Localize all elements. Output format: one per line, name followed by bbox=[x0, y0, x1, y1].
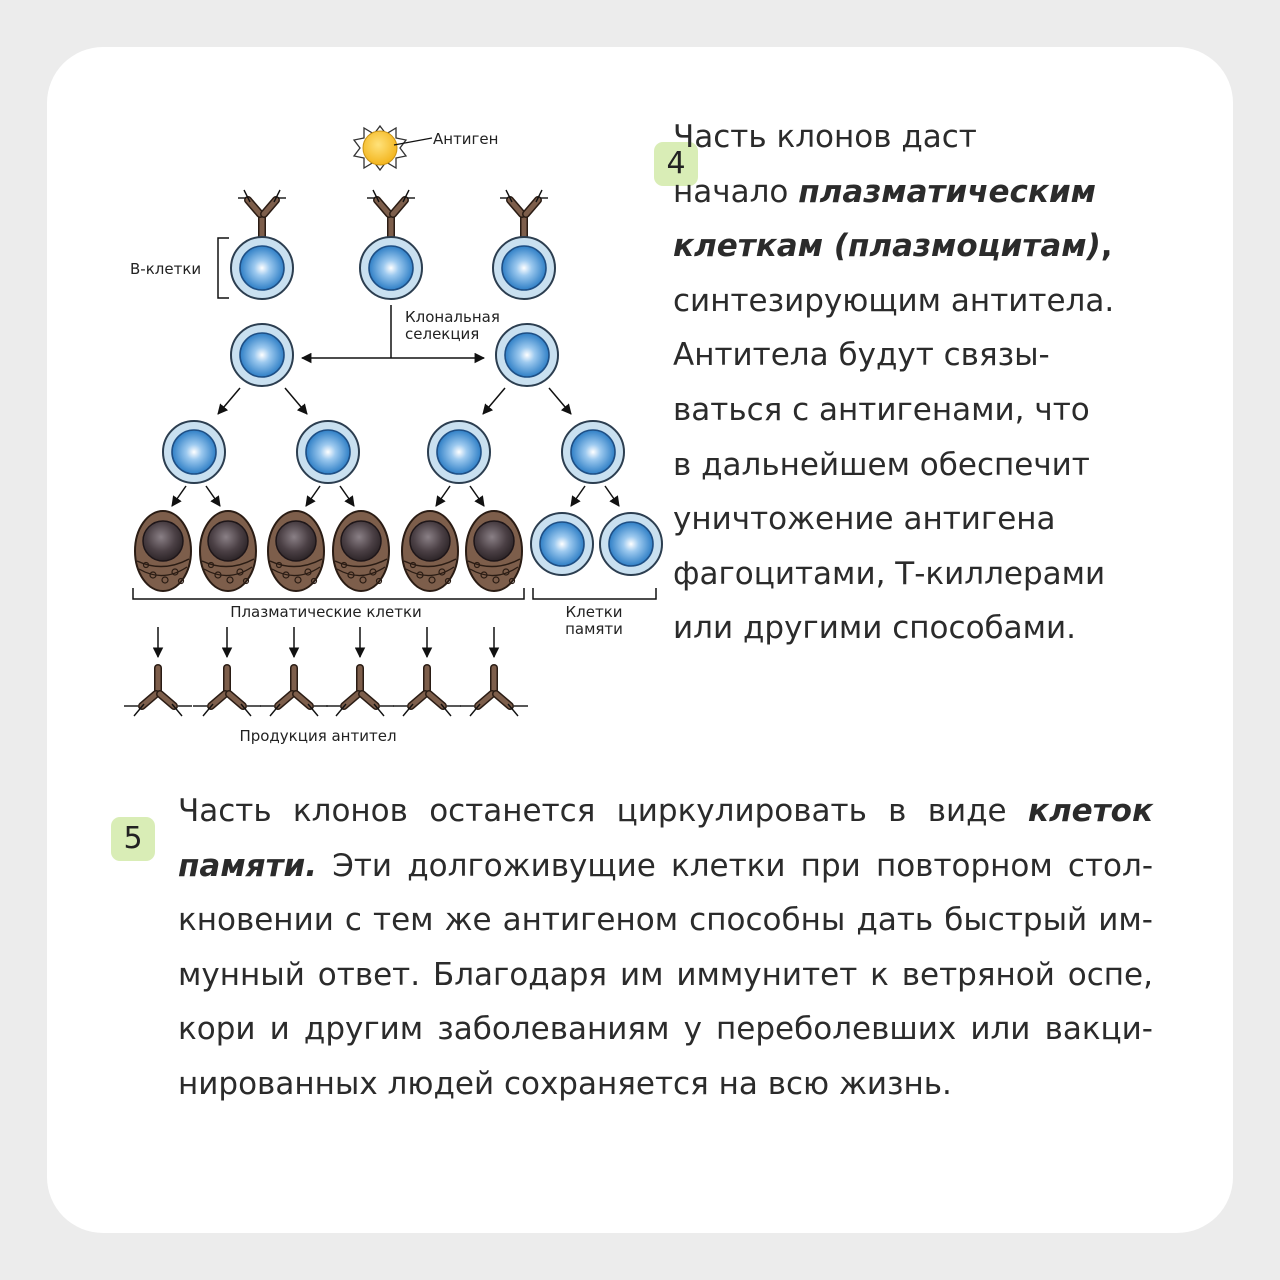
production-arrows bbox=[152, 627, 500, 659]
step-4-line: или другими способами. bbox=[673, 601, 1143, 656]
clone-cell-a bbox=[162, 420, 226, 484]
plasma-cells-label: Плазматические клетки bbox=[230, 603, 422, 621]
step-4-line-8: уничтожение антигена bbox=[673, 501, 1056, 538]
step-5-line-2: Эти долгоживущие клетки при повторном ст… bbox=[317, 847, 1153, 884]
step-4-line-7: в дальнейшем обеспечит bbox=[673, 446, 1090, 483]
step-5-line: мунный ответ. Благодаря им иммунитет к в… bbox=[178, 948, 1153, 1003]
division-arrows-2 bbox=[171, 485, 620, 507]
clone-cell-l1 bbox=[230, 323, 294, 387]
plasma-cell-1 bbox=[134, 510, 192, 592]
step-4-line: в дальнейшем обеспечит bbox=[673, 438, 1143, 493]
plasma-cell-6 bbox=[465, 510, 523, 592]
step-5-text: Часть клонов останется циркулировать в в… bbox=[178, 784, 1153, 1112]
step-5-line: кновении с тем же антигеном способны дат… bbox=[178, 893, 1153, 948]
clonal-selection-label-1: Клональная bbox=[405, 308, 500, 326]
step-5-line-4: мунный ответ. Благодаря им иммунитет к в… bbox=[178, 956, 1153, 993]
step-5-line-5: кори и другим заболеваниям у переболевши… bbox=[178, 1011, 1153, 1048]
b-cell-2-selected bbox=[359, 190, 423, 300]
antibody-icons bbox=[124, 668, 528, 716]
plasma-cell-3 bbox=[267, 510, 325, 592]
step-5-line: Часть клонов останется циркулировать в в… bbox=[178, 784, 1153, 839]
step-5-line-6: нированных людей сохраняется на всю жизн… bbox=[178, 1065, 952, 1102]
plasma-cell-2 bbox=[199, 510, 257, 592]
clone-cell-d bbox=[561, 420, 625, 484]
step-4-line-4: синтезирующим антитела. bbox=[673, 282, 1115, 319]
antigen-icon bbox=[352, 124, 433, 172]
b-cells-label: В-клетки bbox=[130, 260, 201, 278]
step-5-line: нированных людей сохраняется на всю жизн… bbox=[178, 1057, 1153, 1112]
step-5-bold-memory: памяти. bbox=[178, 847, 318, 884]
step-4-line: Часть клонов даст bbox=[673, 110, 1143, 165]
step-4-comma: , bbox=[1100, 228, 1113, 265]
step-4-line: начало плазматическим bbox=[673, 165, 1143, 220]
step-4-bold-plasmocytes: клеткам (плазмоцитам) bbox=[673, 228, 1101, 265]
step-4-text: Часть клонов даст начало плазматическим … bbox=[673, 110, 1143, 656]
step-4-bold-plasma: плазматическим bbox=[798, 173, 1097, 210]
step-4-badge: 4 bbox=[654, 142, 698, 186]
step-4-line-6: ваться с антигенами, что bbox=[673, 391, 1090, 428]
b-cells-bracket bbox=[217, 237, 229, 299]
b-cell-3 bbox=[492, 190, 556, 300]
clone-cell-c bbox=[427, 420, 491, 484]
b-cell-1 bbox=[230, 190, 294, 300]
step-4-line: уничтожение антигена bbox=[673, 492, 1143, 547]
step-4-line-5: Антитела будут связы- bbox=[673, 337, 1050, 374]
step-5-line-3: кновении с тем же антигеном способны дат… bbox=[178, 902, 1153, 939]
step-4-line-10: или другими способами. bbox=[673, 610, 1077, 647]
step-4-line-9: фагоцитами, Т-киллерами bbox=[673, 555, 1106, 592]
memory-cells-label-2: памяти bbox=[565, 620, 623, 638]
step-5-line: памяти. Эти долгоживущие клетки при повт… bbox=[178, 839, 1153, 894]
step-4-line: фагоцитами, Т-киллерами bbox=[673, 547, 1143, 602]
step-5-line-1: Часть клонов останется циркулировать в в… bbox=[178, 793, 1028, 829]
step-4-line: Антитела будут связы- bbox=[673, 328, 1143, 383]
plasma-bracket bbox=[132, 588, 525, 600]
step-5-bold-cells: клеток bbox=[1027, 793, 1153, 829]
step-4-line-1: Часть клонов даст bbox=[673, 119, 977, 155]
memory-cell-2 bbox=[599, 512, 663, 576]
plasma-cell-5 bbox=[401, 510, 459, 592]
step-4-line: синтезирующим антитела. bbox=[673, 274, 1143, 329]
memory-cells-label-1: Клетки bbox=[565, 603, 622, 621]
step-5-line: кори и другим заболеваниям у переболевши… bbox=[178, 1002, 1153, 1057]
step-4-line-2: начало bbox=[673, 173, 799, 210]
step-4-line: клеткам (плазмоцитам), bbox=[673, 219, 1143, 274]
antigen-label: Антиген bbox=[433, 130, 498, 148]
clonal-selection-label-2: селекция bbox=[405, 325, 479, 343]
plasma-cell-4 bbox=[332, 510, 390, 592]
clone-cell-r1 bbox=[495, 323, 559, 387]
memory-cell-1 bbox=[530, 512, 594, 576]
memory-bracket bbox=[532, 588, 657, 600]
step-4-line: ваться с антигенами, что bbox=[673, 383, 1143, 438]
antibody-production-label: Продукция антител bbox=[239, 727, 396, 745]
division-arrows-1 bbox=[217, 387, 572, 415]
clone-cell-b bbox=[296, 420, 360, 484]
step-5-badge: 5 bbox=[111, 817, 155, 861]
